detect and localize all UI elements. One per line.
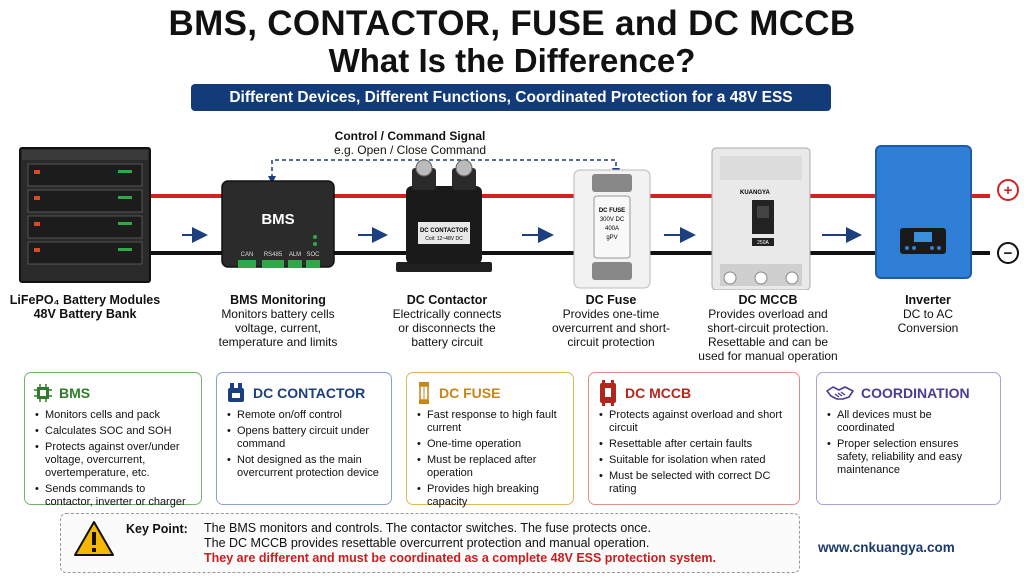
svg-text:Coil: 12~48V DC: Coil: 12~48V DC [425,236,463,242]
page-title: BMS, CONTACTOR, FUSE and DC MCCB [168,4,856,43]
bms-module-icon: BMS CAN RS485 ALM SOC [221,180,335,268]
key-point-label: Key Point: [126,522,188,536]
list-item: Suitable for isolation when rated [597,454,791,467]
list-item: Provides high breaking capacity [415,483,565,509]
list-item: One-time operation [415,438,565,451]
breaker-icon [600,380,616,406]
card-bms: BMS Monitors cells and pack Calculates S… [24,372,202,508]
label-mccb: DC MCCB Provides overload and short-circ… [698,293,838,363]
card-dc-contactor: DC CONTACTOR Remote on/off control Opens… [216,372,392,505]
label-fuse: DC Fuse Provides one-time overcurrent an… [551,293,671,349]
positive-terminal-icon: + [997,179,1019,201]
key-point-line: The BMS monitors and controls. The conta… [204,521,651,535]
list-item: Protects against overload and short circ… [597,409,791,435]
contactor-icon [228,383,244,402]
card-title: COORDINATION [861,385,970,401]
list-item: Proper selection ensures safety, reliabi… [825,438,992,477]
label-inverter: Inverter DC to AC Conversion [897,293,959,335]
svg-text:DC CONTACTOR: DC CONTACTOR [420,228,469,234]
fuse-plate-label: gPV [606,235,617,241]
list-item: Must be replaced after operation [415,454,565,480]
list-item: Fast response to high fault current [415,409,565,435]
chip-icon [34,384,52,402]
svg-text:250A: 250A [757,240,769,246]
control-signal-line [271,159,617,178]
fuse-plate-label: 400A [605,226,619,232]
label-bms: BMS Monitoring Monitors battery cells vo… [218,293,338,349]
bms-port-label: SOC [306,252,320,258]
page-subtitle-question: What Is the Difference? [328,42,696,79]
inverter-icon [875,145,972,279]
website-link[interactable]: www.cnkuangya.com [818,540,955,555]
card-coordination: COORDINATION All devices must be coordin… [816,372,1001,505]
handshake-icon [826,386,854,400]
card-title: DC MCCB [625,385,692,401]
dc-contactor-icon: DC CONTACTOR Coil: 12~48V DC [396,159,492,272]
key-point-line: The DC MCCB provides resettable overcurr… [204,536,650,550]
warning-icon [74,521,114,556]
list-item: Opens battery circuit under command [225,425,383,451]
list-item: Not designed as the main overcurrent pro… [225,454,383,480]
svg-text:+: + [1004,182,1013,199]
fuse-icon [419,382,429,404]
list-item: Monitors cells and pack [33,409,193,422]
negative-terminal-icon: − [997,242,1019,264]
key-point-box: Key Point: The BMS monitors and controls… [60,513,800,573]
signal-description: e.g. Open / Close Command [333,143,487,157]
list-item: Calculates SOC and SOH [33,425,193,438]
fuse-plate-label: DC FUSE [599,208,625,214]
key-point-emphasis: They are different and must be coordinat… [204,551,716,565]
signal-title: Control / Command Signal [334,129,486,143]
list-item: All devices must be coordinated [825,409,992,435]
svg-text:BMS: BMS [261,211,294,228]
list-item: Sends commands to contactor, inverter or… [33,483,193,509]
subtitle-banner: Different Devices, Different Functions, … [191,84,831,111]
control-signal-label: Control / Command Signal e.g. Open / Clo… [300,129,520,157]
list-item: Remote on/off control [225,409,383,422]
list-item: Protects against over/under voltage, ove… [33,441,193,480]
card-title: DC CONTACTOR [253,385,366,401]
list-item: Must be selected with correct DC rating [597,470,791,496]
fuse-plate-label: 300V DC [600,217,625,223]
svg-text:−: − [1004,245,1013,262]
svg-text:KUANGYA: KUANGYA [740,190,770,196]
bms-port-label: CAN [241,252,254,258]
card-dc-fuse: DC FUSE Fast response to high fault curr… [406,372,574,508]
label-contactor: DC Contactor Electrically connects or di… [392,293,502,349]
card-title: DC FUSE [439,385,501,401]
card-title: BMS [59,385,91,401]
dc-fuse-icon: DC FUSE 300V DC 400A gPV [573,169,651,289]
bms-port-label: ALM [289,252,301,258]
dc-mccb-icon: KUANGYA 250A [711,147,811,290]
label-battery: LiFePO₄ Battery Modules 48V Battery Bank [9,293,161,321]
bms-port-label: RS485 [264,252,283,258]
list-item: Resettable after certain faults [597,438,791,451]
card-dc-mccb: DC MCCB Protects against overload and sh… [588,372,800,505]
system-diagram: BMS CAN RS485 ALM SOC DC CONTACTOR Coil: 12… [19,145,1019,290]
battery-rack-icon [19,147,151,283]
